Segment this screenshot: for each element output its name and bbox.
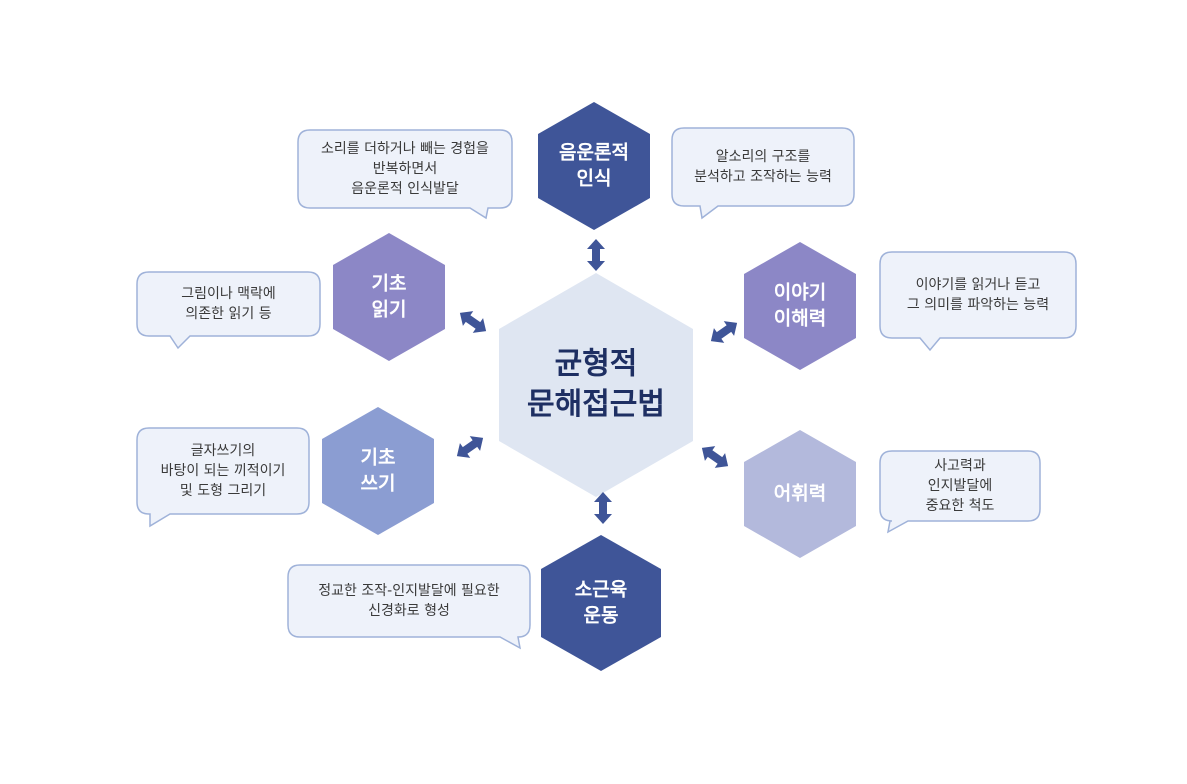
hex-reading-label-line: 읽기	[372, 298, 407, 320]
bubble-motor-shape	[287, 564, 531, 650]
bubble-phonemic-right-shape	[671, 127, 855, 220]
arrow-phonemic	[587, 239, 605, 271]
bubble-writing-shape	[136, 427, 310, 528]
hex-writing-shape	[322, 407, 434, 535]
bubble-phonemic-shape	[297, 129, 513, 220]
arrow-motor	[594, 492, 612, 524]
arrow-story	[710, 321, 738, 343]
hex-motor-shape	[541, 535, 661, 671]
bubble-story-text-line: 이야기를 읽거나 듣고	[916, 277, 1041, 293]
hex-reading-label-line: 기초	[372, 273, 407, 295]
hex-vocab: 어휘력	[744, 430, 856, 558]
hex-story-label-line: 이해력	[774, 307, 826, 329]
bubble-story-shape	[879, 251, 1077, 352]
center-hexagon-label-line: 균형적	[555, 346, 638, 381]
hex-vocab-label-line: 어휘력	[774, 483, 826, 505]
hex-reading-shape	[333, 233, 445, 361]
bubble-vocab-text-line: 인지발달에	[928, 478, 992, 494]
center-hexagon-label-line: 문해접근법	[527, 387, 665, 422]
bubble-story-text-line: 그 의미를 파악하는 능력	[907, 297, 1049, 313]
hex-vocab-shape	[744, 430, 856, 558]
bubble-story: 이야기를 읽거나 듣고그 의미를 파악하는 능력	[879, 251, 1077, 352]
bubble-vocab-text-line: 사고력과	[934, 458, 986, 474]
bubble-motor-text-line: 정교한 조작-인지발달에 필요한	[318, 583, 500, 599]
bubble-motor-text-line: 신경화로 형성	[368, 603, 450, 619]
bubble-reading-shape	[136, 271, 321, 350]
bubble-writing-text-line: 바탕이 되는 끼적이기	[161, 463, 286, 479]
bubble-phonemic-text-line: 음운론적 인식발달	[351, 181, 459, 197]
arrow-layer	[456, 239, 738, 524]
bubble-phonemic-text-line: 반복하면서	[373, 161, 437, 177]
hex-phonemic-shape	[538, 102, 650, 230]
hex-phonemic-label-line: 인식	[577, 167, 612, 189]
hex-motor-label-line: 소근육	[575, 579, 627, 601]
hex-writing-label-line: 쓰기	[361, 472, 396, 494]
bubble-reading-text-line: 의존한 읽기 등	[185, 306, 271, 322]
arrow-writing	[456, 436, 484, 458]
bubble-phonemic-right-text-line: 알소리의 구조를	[716, 149, 811, 165]
bubble-phonemic-right-text-line: 분석하고 조작하는 능력	[694, 169, 832, 185]
bubble-phonemic-text-line: 소리를 더하거나 빼는 경험을	[321, 141, 489, 157]
hex-story-shape	[744, 242, 856, 370]
hex-story-label-line: 이야기	[774, 282, 826, 304]
arrow-reading	[459, 311, 487, 333]
bubble-vocab-shape	[879, 450, 1041, 534]
bubble-writing-text-line: 및 도형 그리기	[180, 483, 266, 499]
bubble-writing-text-line: 글자쓰기의	[191, 443, 255, 459]
center-hexagon-shape	[499, 273, 693, 497]
arrow-vocab	[701, 446, 729, 468]
hex-phonemic-label-line: 음운론적	[559, 142, 629, 164]
hex-writing-label-line: 기초	[361, 447, 396, 469]
bubble-reading-text-line: 그림이나 맥락에	[181, 286, 276, 302]
hex-motor-label-line: 운동	[584, 604, 619, 626]
bubble-vocab-text-line: 중요한 척도	[926, 498, 995, 514]
